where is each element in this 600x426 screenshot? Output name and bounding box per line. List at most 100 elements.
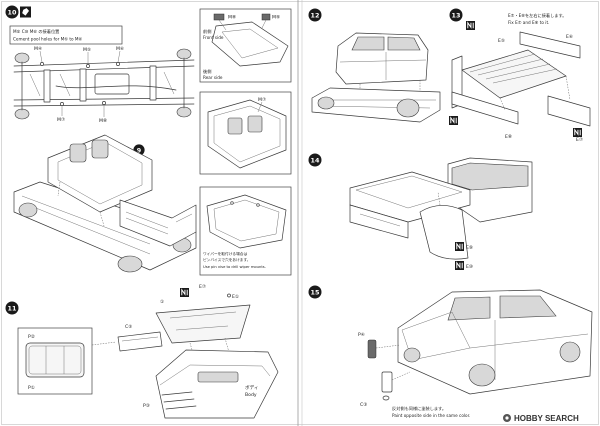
- chassis-mount-point: [40, 62, 44, 66]
- windshield-glass-reflection: [169, 311, 237, 331]
- inset-label-m9: M⑨: [272, 15, 280, 21]
- part-label-glass: ①: [160, 299, 164, 305]
- step-13-note-jp: E⑦・E⑧を左右に接着します。: [508, 12, 566, 19]
- step-11: 11 P② P① C⑤ ① E⑦ E① ボディ Body P③: [5, 284, 279, 419]
- step-14-badge: 14: [308, 153, 322, 167]
- step-13: 13 E⑦・E⑧を左右に接着します。 Fix E⑦ and E⑧ to it. …: [449, 8, 591, 143]
- chassis-crossmember-3: [149, 65, 157, 101]
- truck-window-front: [499, 295, 557, 319]
- part-marker: [227, 293, 231, 298]
- cab-seat-left: [227, 117, 243, 135]
- part-label-p4: P④: [358, 332, 365, 338]
- wiper-note-jp-1: ワイパーを取付ける場合は: [203, 251, 247, 256]
- paint-icon: [449, 116, 458, 125]
- part-label-e8: E⑧: [505, 134, 512, 140]
- truck-wheel-front: [559, 341, 581, 363]
- bed-floor-slats: [469, 53, 558, 84]
- rear-window-dividers: [45, 346, 65, 374]
- step-13-badge: 13: [449, 8, 463, 22]
- part-label-m4: M④: [34, 46, 42, 52]
- inset-orientation: M⑧ M⑨ 前側 Front side 後側 Rear side: [199, 8, 292, 83]
- windshield-glass: [155, 304, 251, 344]
- chassis-transmission: [94, 73, 130, 95]
- chassis-wheel-rear-left: [176, 48, 192, 60]
- front-clip: [119, 199, 197, 247]
- chassis-assembly-wheel-rear: [396, 98, 420, 118]
- rear-window-part: [25, 342, 85, 378]
- bed-front-panel: [519, 31, 581, 59]
- chassis-leader-lines: [39, 50, 121, 117]
- chassis-details: [29, 71, 175, 97]
- step-10: 10 M⑤ C⑩ M⑥ の接着位置 Cement pool holes for …: [5, 5, 292, 276]
- step-13-note-en: Fix E⑦ and E⑧ to it.: [508, 20, 549, 25]
- body-label-en: Body: [245, 392, 257, 398]
- body-label-jp: ボディ: [245, 384, 258, 391]
- part-label-m5: M⑤: [83, 47, 91, 53]
- seat-left: [69, 143, 87, 163]
- part-label-m7: M⑦: [57, 117, 65, 123]
- body-roof-panel: [197, 371, 239, 383]
- body-shell-edge: [159, 364, 271, 386]
- chassis-mount-point: [60, 102, 64, 106]
- windshield-frame: [206, 194, 287, 249]
- inset-crossmember-detail: [218, 19, 279, 59]
- truck-wheel-far: [403, 347, 421, 363]
- bed-alignment-lines: [499, 75, 571, 111]
- chassis-wheel-rear-right: [176, 106, 192, 118]
- front-side-jp: 前側: [203, 28, 211, 35]
- step-14-number: 14: [311, 156, 320, 164]
- rear-side-en: Rear side: [203, 75, 223, 80]
- rear-window-pane: [28, 345, 82, 375]
- part-label-m8: M⑧: [99, 118, 107, 124]
- wiper-note-en: Use pin vise to drill wiper mounts.: [203, 265, 266, 269]
- part-label-m6: M⑥: [116, 46, 124, 52]
- inset-label-m7: M⑦: [258, 97, 266, 103]
- bed-side-panel: [451, 91, 519, 125]
- chassis-crossmember-2: [79, 68, 87, 102]
- part-label-e7: E⑦: [576, 137, 583, 143]
- part-label-e10: E⑩: [466, 264, 473, 270]
- part-label-c5: C⑤: [125, 324, 132, 330]
- part-label-e1: E①: [232, 294, 239, 300]
- body-shell: [155, 349, 279, 419]
- cement-note-jp: M⑤ C⑩ M⑥ の接着位置: [13, 28, 59, 35]
- part-label-e9: E⑨: [466, 245, 473, 251]
- cab-door-lines: [339, 52, 427, 80]
- bed-assembly-floor: [355, 175, 463, 209]
- wheel-rear: [117, 255, 143, 273]
- step-15: 15 P④ C③ 反対側も同様に塗装します。 Paint opposite si…: [308, 285, 593, 418]
- step-15-badge: 15: [308, 285, 322, 299]
- cement-icon: [20, 6, 31, 18]
- step-9: 9: [13, 134, 197, 273]
- step-15-number: 15: [311, 288, 320, 296]
- rear-side-jp: 後側: [203, 68, 211, 74]
- step-11-number: 11: [8, 304, 17, 312]
- paint-icon: [455, 261, 464, 270]
- wiper-hole-right: [256, 203, 260, 207]
- inset-cab-floor: M⑦: [199, 91, 292, 175]
- part-label-c3: C③: [360, 402, 367, 408]
- inset-wiper: ワイパーを取付ける場合は ピンバイスで穴をあけます。 Use pin vise …: [199, 186, 292, 276]
- chassis-mount-point: [86, 64, 90, 68]
- step-15-note-en: Paint opposite side in the same color.: [392, 413, 470, 418]
- inset-part-m9: [261, 13, 271, 21]
- paint-icon: [455, 242, 464, 251]
- bed-assembly-tailgate: [349, 204, 409, 239]
- step-9-alignment-lines: [57, 181, 105, 227]
- cement-note-box: [9, 25, 123, 45]
- chassis-wheel-front-right: [14, 108, 30, 120]
- wheel-front: [18, 202, 38, 218]
- cab-window-rear: [387, 36, 421, 51]
- part-label-p3: P③: [143, 403, 150, 409]
- wiper-note-jp-2: ピンバイスで穴をあけます。: [203, 257, 250, 262]
- chassis-crossmember-1: [43, 69, 51, 103]
- bed-tailgate: [547, 95, 591, 127]
- chassis-assembly-wheel-front: [317, 96, 335, 110]
- body-grille: [161, 391, 197, 410]
- chassis-mount-point: [102, 101, 106, 105]
- assembled-chassis-rails: [21, 195, 151, 255]
- front-clip-grille: [125, 211, 193, 235]
- chassis-exhaust: [55, 85, 177, 91]
- chassis-frame: [13, 48, 195, 120]
